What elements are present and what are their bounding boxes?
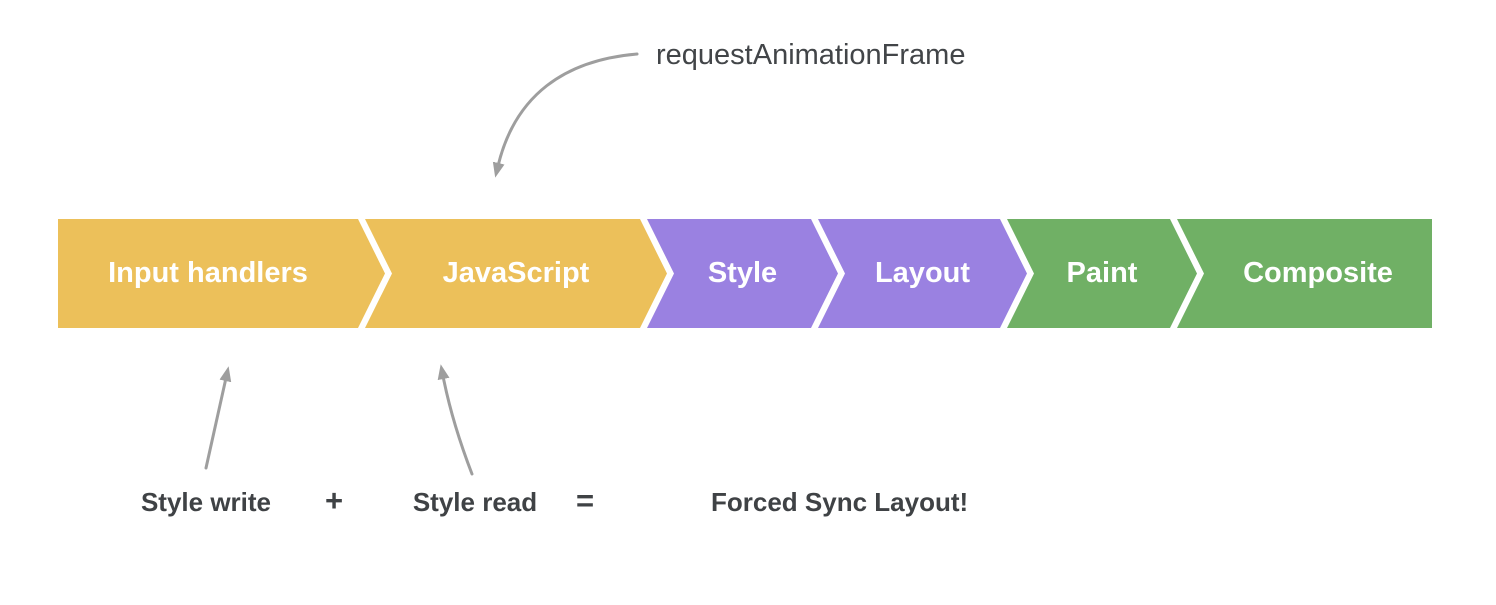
segment-label: Input handlers bbox=[108, 257, 308, 289]
segment-label: Composite bbox=[1243, 257, 1393, 289]
segment-style: Style bbox=[647, 219, 838, 328]
segment-label: Paint bbox=[1066, 257, 1138, 289]
segment-javascript: JavaScript bbox=[365, 219, 667, 328]
style-write-label: Style write bbox=[140, 487, 272, 517]
segment-label: Style bbox=[707, 257, 778, 289]
style-read-arrow bbox=[437, 364, 474, 476]
segment-layout: Layout bbox=[818, 219, 1027, 328]
segment-paint: Paint bbox=[1007, 219, 1197, 328]
segment-label: Layout bbox=[874, 257, 971, 289]
plus-sign: + bbox=[324, 483, 344, 518]
pipeline-bar: Input handlers JavaScript Style Layout P… bbox=[58, 219, 1432, 328]
segment-label: JavaScript bbox=[442, 257, 590, 289]
raf-arrow bbox=[492, 52, 639, 178]
segment-input-handlers: Input handlers bbox=[58, 219, 385, 328]
raf-label: requestAnimationFrame bbox=[656, 39, 966, 71]
forced-sync-layout-label: Forced Sync Layout! bbox=[711, 487, 969, 517]
style-read-label: Style read bbox=[412, 487, 538, 517]
style-write-arrow bbox=[204, 366, 232, 470]
segment-composite: Composite bbox=[1177, 219, 1432, 328]
equals-sign: = bbox=[575, 483, 595, 518]
